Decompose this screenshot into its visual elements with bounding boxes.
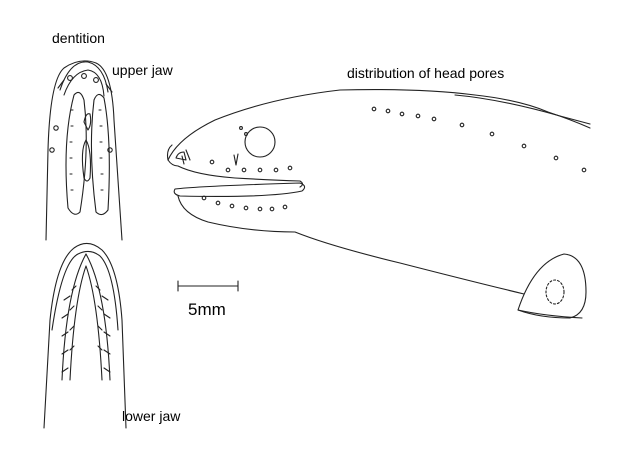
- scale-bar-label: 5mm: [188, 300, 226, 319]
- head-pores-title: distribution of head pores: [347, 65, 505, 81]
- lower-jaw-label: lower jaw: [122, 408, 181, 424]
- head-profile-drawing: [166, 89, 591, 319]
- scale-bar: [177, 280, 239, 292]
- lower-jaw-drawing: [43, 242, 127, 429]
- dentition-title: dentition: [52, 30, 105, 46]
- upper-jaw-label: upper jaw: [112, 62, 173, 78]
- upper-jaw-drawing: [45, 60, 123, 241]
